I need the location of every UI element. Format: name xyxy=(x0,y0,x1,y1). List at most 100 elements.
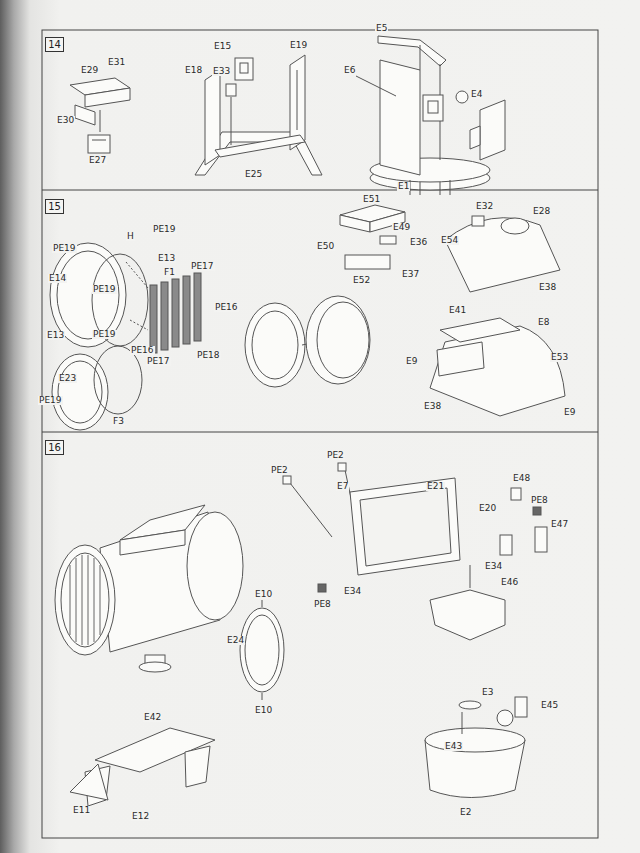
part-number: E10 xyxy=(254,706,273,715)
part-drawing xyxy=(262,600,263,607)
part-number: E11 xyxy=(72,806,91,815)
part-number: E32 xyxy=(475,202,494,211)
part-drawing xyxy=(76,558,77,642)
part-number: PE16 xyxy=(130,346,155,355)
step-number: 16 xyxy=(48,442,61,453)
part-drawing xyxy=(70,565,71,635)
part-number: E27 xyxy=(88,156,107,165)
part-drawing xyxy=(172,279,179,347)
part-drawing xyxy=(470,126,480,149)
part-drawing xyxy=(94,558,95,642)
part-drawing xyxy=(533,507,541,515)
part-number: E28 xyxy=(532,207,551,216)
part-drawing xyxy=(470,565,471,588)
part-number: E51 xyxy=(362,195,381,204)
part-drawing xyxy=(92,140,106,141)
part-drawing xyxy=(245,615,279,685)
part-number: E12 xyxy=(131,812,150,821)
part-drawing xyxy=(440,318,520,342)
part-drawing xyxy=(440,182,441,195)
part-number: E29 xyxy=(80,66,99,75)
part-drawing xyxy=(420,182,421,195)
part-drawing xyxy=(262,693,263,700)
part-drawing xyxy=(472,216,484,226)
part-number: E3 xyxy=(481,688,494,697)
part-drawing xyxy=(317,302,369,378)
part-number: H xyxy=(126,232,135,241)
frame-line xyxy=(42,190,598,191)
part-drawing xyxy=(345,255,390,269)
part-drawing xyxy=(150,273,201,353)
part-drawing xyxy=(283,476,291,484)
part-drawing xyxy=(92,254,148,346)
part-drawing xyxy=(445,218,560,292)
part-drawing xyxy=(459,701,481,709)
part-drawing xyxy=(183,276,190,344)
part-drawing xyxy=(252,311,298,379)
step16-artwork xyxy=(55,463,547,806)
part-drawing xyxy=(437,342,484,376)
part-drawing xyxy=(194,273,201,341)
part-number: E31 xyxy=(107,58,126,67)
frame-line xyxy=(42,30,598,838)
step15-artwork xyxy=(50,205,565,430)
step14-artwork xyxy=(70,36,505,195)
part-number: E23 xyxy=(58,374,77,383)
part-drawing xyxy=(70,555,100,645)
part-number: PE19 xyxy=(52,244,77,253)
part-drawing xyxy=(235,58,253,80)
part-drawing xyxy=(360,488,451,566)
part-drawing xyxy=(61,553,109,647)
part-number: E38 xyxy=(423,402,442,411)
part-drawing xyxy=(428,101,438,113)
part-drawing xyxy=(501,218,529,234)
part-drawing xyxy=(456,91,468,103)
part-number: PE2 xyxy=(270,466,289,475)
part-number: E38 xyxy=(538,283,557,292)
part-drawing xyxy=(306,296,370,384)
part-drawing xyxy=(240,608,284,692)
part-number: E9 xyxy=(405,357,418,366)
part-number: E8 xyxy=(537,318,550,327)
part-drawing xyxy=(497,710,513,726)
part-number: PE19 xyxy=(38,396,63,405)
part-drawing xyxy=(226,84,236,96)
part-number: E53 xyxy=(550,353,569,362)
part-drawing xyxy=(290,483,332,537)
part-number: E30 xyxy=(56,116,75,125)
part-drawing xyxy=(139,662,171,672)
part-number: E9 xyxy=(563,408,576,417)
part-number: E36 xyxy=(409,238,428,247)
part-number: E37 xyxy=(401,270,420,279)
part-number: E24 xyxy=(226,636,245,645)
part-drawing xyxy=(425,728,525,752)
part-drawing xyxy=(380,236,396,244)
part-drawing xyxy=(185,746,210,787)
part-drawing xyxy=(57,251,119,339)
part-drawing xyxy=(70,764,108,800)
part-number: PE18 xyxy=(196,351,221,360)
part-number: E43 xyxy=(444,742,463,751)
part-drawing xyxy=(297,70,298,130)
part-drawing xyxy=(82,555,83,645)
part-drawing xyxy=(500,535,512,555)
part-number: E18 xyxy=(184,66,203,75)
part-drawing xyxy=(511,488,521,500)
part-drawing xyxy=(88,135,110,153)
part-drawing xyxy=(88,555,89,645)
part-drawing xyxy=(430,326,565,416)
part-number: E6 xyxy=(343,66,356,75)
part-number: E10 xyxy=(254,590,273,599)
part-drawing xyxy=(338,463,346,471)
part-number: PE19 xyxy=(92,330,117,339)
part-number: PE19 xyxy=(152,225,177,234)
part-number: E5 xyxy=(375,24,388,33)
part-number: E19 xyxy=(289,41,308,50)
part-number: PE19 xyxy=(92,285,117,294)
part-number: F3 xyxy=(112,417,125,426)
step-number-box: 16 xyxy=(45,440,64,455)
part-number: E34 xyxy=(343,587,362,596)
part-drawing xyxy=(350,478,460,575)
part-number: E34 xyxy=(484,562,503,571)
